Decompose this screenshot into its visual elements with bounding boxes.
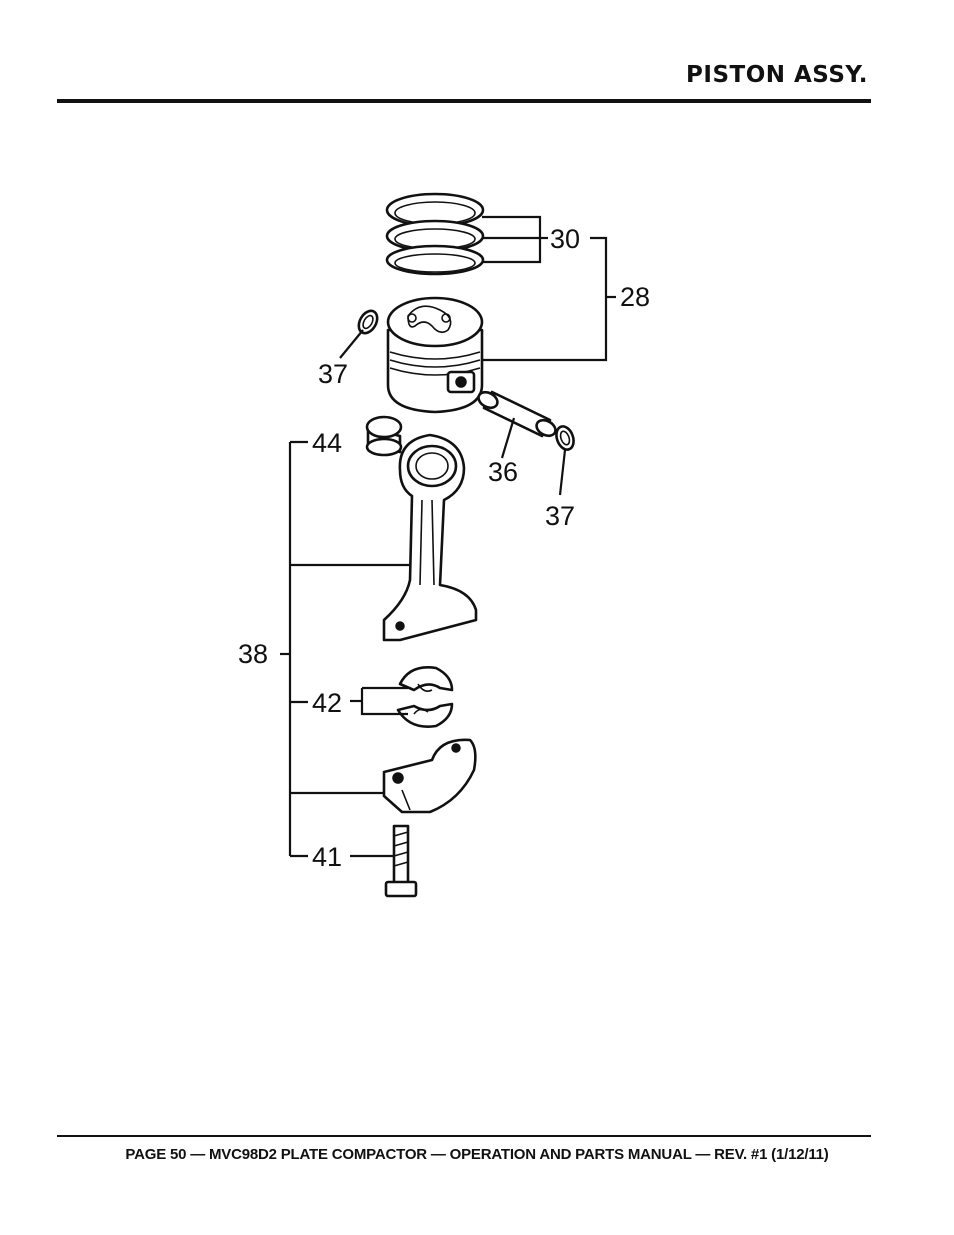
piston-pin <box>477 390 557 438</box>
callout-30: 30 <box>550 224 580 254</box>
callout-41: 41 <box>312 842 342 872</box>
small-end-bushing <box>365 415 403 457</box>
snap-ring-right <box>555 425 575 451</box>
callout-36: 36 <box>488 457 518 487</box>
callout-28: 28 <box>620 282 650 312</box>
header-rule <box>57 99 871 103</box>
connecting-rod-cap <box>382 738 477 814</box>
snap-ring-left <box>357 309 379 335</box>
footer-rule <box>57 1135 871 1137</box>
piston <box>386 296 484 414</box>
callout-44: 44 <box>312 428 342 458</box>
callout-42: 42 <box>312 688 342 718</box>
callout-38: 38 <box>238 639 268 669</box>
callout-37-left: 37 <box>318 359 348 389</box>
page-title: PISTON ASSY. <box>686 62 868 88</box>
connecting-rod-bolt <box>384 824 418 898</box>
piston-rings <box>385 192 485 276</box>
callout-37-right: 37 <box>545 501 575 531</box>
connecting-rod-bearing <box>396 666 454 728</box>
page-footer: PAGE 50 — MVC98D2 PLATE COMPACTOR — OPER… <box>125 1146 829 1163</box>
connecting-rod <box>382 433 478 642</box>
leader-lines <box>280 215 616 858</box>
